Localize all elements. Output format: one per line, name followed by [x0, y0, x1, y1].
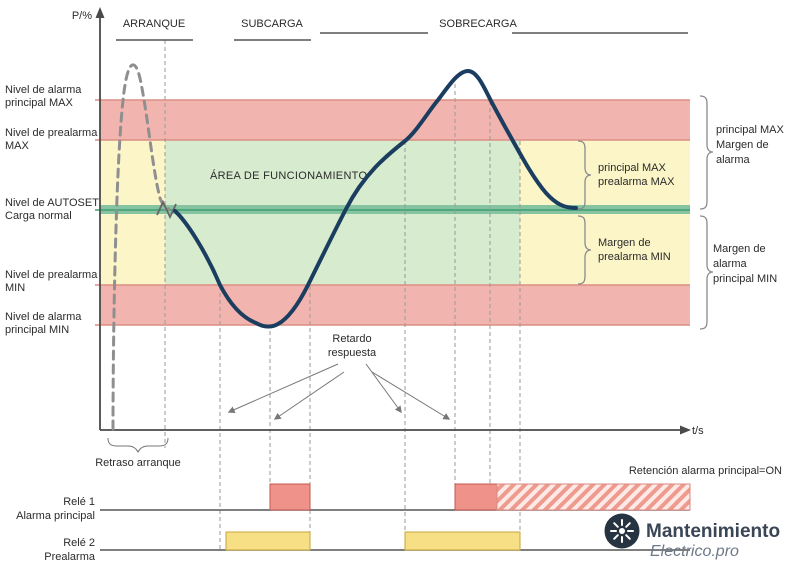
response-delay-annotation: Retardo respuesta — [227, 333, 451, 420]
alarm-max-label-2: principal MAX — [5, 97, 74, 109]
relay1-pulse-2 — [454, 483, 498, 511]
x-axis-label: t/s — [692, 425, 704, 437]
alarm-max-label-1: Nivel de alarma — [5, 84, 82, 96]
autoset-label-1: Nivel de AUTOSET — [5, 197, 99, 209]
margin-annotations: principal MAX prealarma MAX Margen de pr… — [577, 95, 785, 330]
axes: P/% t/s — [72, 7, 704, 437]
inner-bottom-brace — [577, 215, 592, 285]
prealarm-max-label-2: MAX — [5, 140, 30, 152]
x-axis-arrow-icon — [680, 425, 691, 435]
response-delay-label-2: respuesta — [328, 347, 377, 359]
inner-bottom-label-1: Margen de — [598, 237, 651, 249]
startup-delay-label: Retraso arranque — [95, 457, 181, 469]
alarm-bands — [95, 99, 690, 326]
relay1-pulse-1 — [269, 483, 311, 511]
curve-break-icon — [156, 199, 177, 220]
level-labels: Nivel de alarma principal MAX Nivel de p… — [5, 84, 99, 336]
relay2-pulse-1 — [225, 531, 311, 551]
outer-bottom-brace — [699, 215, 714, 330]
prealarm-max-label-1: Nivel de prealarma — [5, 127, 98, 139]
outer-bottom-label-3: principal MIN — [713, 273, 777, 285]
relay1-desc: Alarma principal — [16, 510, 95, 522]
brand-logo: Mantenimiento Electrico.pro — [604, 513, 780, 560]
phase-header: ARRANQUE SUBCARGA SOBRECARGA — [116, 18, 688, 41]
alarm-min-label-2: principal MIN — [5, 324, 69, 336]
startup-transient-curve — [111, 63, 171, 431]
outer-top-label-2: Margen de — [716, 139, 769, 151]
logo-text-main: Mantenimiento — [646, 521, 780, 542]
phase-sobrecarga-label: SOBRECARGA — [439, 18, 517, 30]
alarm-max-band — [100, 100, 690, 140]
load-curve — [173, 69, 578, 329]
relay1-retention-area — [496, 483, 691, 511]
alarm-min-band — [100, 285, 690, 325]
outer-top-label-1: principal MAX — [716, 124, 785, 136]
autoset-label-2: Carga normal — [5, 210, 72, 222]
outer-top-brace — [699, 95, 714, 210]
retention-label: Retención alarma principal=ON — [629, 465, 782, 477]
logo-text-sub: Electrico.pro — [650, 543, 739, 560]
relay2-desc: Prealarma — [44, 551, 96, 563]
y-axis-label: P/% — [72, 10, 92, 22]
operating-area-label: ÁREA DE FUNCIONAMIENTO — [210, 169, 368, 182]
response-delay-label-1: Retardo — [332, 333, 371, 345]
phase-arranque-label: ARRANQUE — [123, 18, 185, 30]
alarm-min-label-1: Nivel de alarma — [5, 311, 82, 323]
relay1-name: Relé 1 — [63, 496, 95, 508]
inner-top-brace — [577, 140, 592, 210]
phase-subcarga-label: SUBCARGA — [241, 18, 303, 30]
relay1-track: Relé 1 Alarma principal Retención alarma… — [16, 465, 782, 522]
outer-bottom-label-2: alarma — [713, 258, 748, 270]
relay2-name: Relé 2 — [63, 537, 95, 549]
inner-top-label-2: prealarma MAX — [598, 176, 675, 188]
inner-top-label-1: principal MAX — [598, 162, 667, 174]
outer-top-label-3: alarma — [716, 154, 751, 166]
startup-delay-annotation: Retraso arranque — [95, 437, 181, 469]
prealarm-min-label-1: Nivel de prealarma — [5, 269, 98, 281]
inner-bottom-label-2: prealarma MIN — [598, 251, 671, 263]
relay2-pulse-2 — [404, 531, 521, 551]
prealarm-min-label-2: MIN — [5, 282, 25, 294]
outer-bottom-label-1: Margen de — [713, 243, 766, 255]
relay2-track: Relé 2 Prealarma — [44, 531, 690, 563]
y-axis-arrow-icon — [95, 7, 105, 18]
event-dashed-lines — [164, 40, 521, 550]
